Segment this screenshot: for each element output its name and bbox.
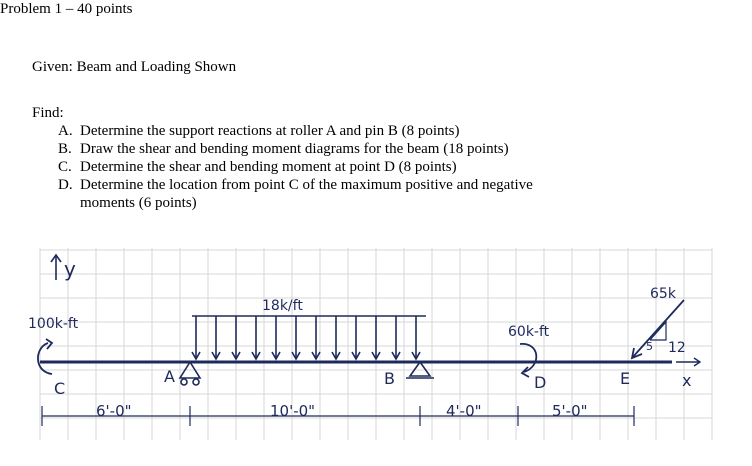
load-arrow-icon (391, 316, 401, 361)
find-item-label: D. (58, 177, 73, 193)
moment-d-arrow-icon (519, 343, 538, 378)
moment-c-label: 100k-ft (28, 316, 79, 332)
load-arrow-icon (211, 316, 221, 361)
find-item-d: D. Determine the location from point C of… (58, 176, 533, 194)
moment-c-arrow-icon (37, 338, 54, 375)
moment-d-label: 60k-ft (508, 324, 550, 340)
find-item-text: Determine the support reactions at rolle… (80, 123, 460, 139)
distributed-load (191, 315, 426, 361)
find-item-label: C. (58, 159, 72, 175)
find-item-text: Determine the shear and bending moment a… (80, 159, 457, 175)
load-arrow-icon (191, 316, 201, 361)
find-item-text: Draw the shear and bending moment diagra… (80, 141, 509, 157)
problem-title: Problem 1 – 40 points (0, 1, 133, 17)
load-arrow-icon (331, 316, 341, 361)
load-arrow-icon (271, 316, 281, 361)
find-heading: Find: (32, 105, 64, 121)
x-axis-arrow-icon (676, 357, 702, 367)
find-item-label: B. (58, 141, 72, 157)
y-axis-arrow-icon (50, 253, 62, 280)
dim-ab-label: 10'-0" (270, 402, 315, 420)
force-e-label: 65k (650, 286, 677, 302)
x-axis-label: x (682, 371, 691, 390)
load-arrow-icon (291, 316, 301, 361)
find-item-d-continuation: moments (6 points) (80, 195, 197, 211)
y-axis-label: y (64, 257, 76, 281)
slope-triangle-icon (649, 320, 667, 341)
point-d-label: D (534, 373, 546, 392)
dim-de-label: 5'-0" (552, 402, 588, 420)
load-arrow-icon (251, 316, 261, 361)
load-arrow-icon (351, 316, 361, 361)
find-item-c: C. Determine the shear and bending moment… (58, 158, 457, 176)
point-a-label: A (164, 367, 175, 386)
roller-a-support-icon (178, 360, 202, 386)
load-arrow-icon (411, 316, 421, 361)
find-item-text: Determine the location from point C of t… (80, 177, 533, 193)
point-c-label: C (54, 379, 65, 398)
point-e-label: E (620, 369, 630, 388)
slope-5-label: 5 (646, 340, 653, 353)
load-arrow-icon (311, 316, 321, 361)
dimension-line (41, 406, 635, 426)
find-item-a: A. Determine the support reactions at rol… (58, 122, 460, 140)
point-b-label: B (384, 369, 395, 388)
slope-12-label: 12 (668, 340, 686, 356)
dim-ca-label: 6'-0" (96, 402, 132, 420)
pin-b-support-icon (406, 360, 434, 379)
distributed-load-label: 18k/ft (262, 298, 303, 314)
find-item-label: A. (58, 123, 73, 139)
load-arrow-icon (231, 316, 241, 361)
force-e-arrow-icon (630, 299, 685, 360)
find-item-b: B. Draw the shear and bending moment diag… (58, 140, 509, 158)
load-arrow-icon (371, 316, 381, 361)
dim-bd-label: 4'-0" (446, 402, 482, 420)
given-statement: Given: Beam and Loading Shown (32, 59, 237, 75)
